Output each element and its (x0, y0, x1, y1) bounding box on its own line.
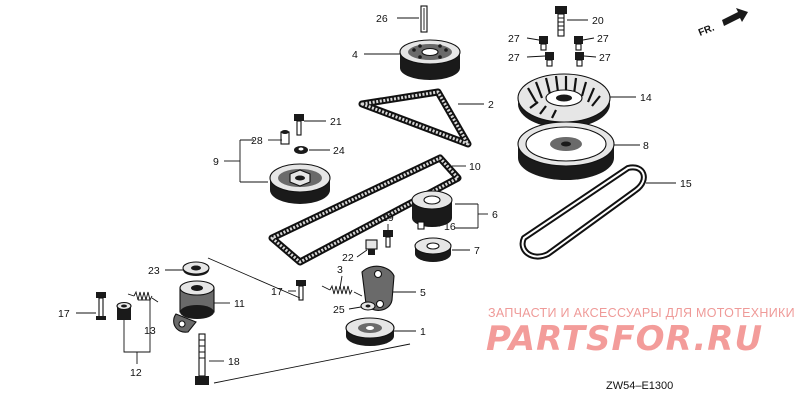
callout-10: 10 (469, 161, 481, 173)
callout-27-d: 27 (599, 52, 611, 64)
part-7-sprocket (414, 237, 452, 262)
part-28-pin (280, 130, 290, 145)
callout-17-left: 17 (58, 308, 70, 320)
callout-labels: 26 4 2 10 21 28 24 9 6 16 7 19 22 3 5 25… (58, 13, 692, 379)
part-18-bolt (195, 333, 209, 385)
callout-8: 8 (643, 140, 649, 152)
callout-7: 7 (474, 245, 480, 257)
callout-26: 26 (376, 13, 388, 25)
callout-11: 11 (234, 298, 245, 310)
part-14-cooling-fan (517, 73, 611, 128)
part-22-nut (365, 239, 378, 255)
callout-28: 28 (251, 135, 263, 147)
front-direction-indicator: FR. (697, 8, 748, 39)
callout-15: 15 (680, 178, 692, 190)
part-4-pulley (399, 39, 461, 80)
part-16-key (417, 221, 425, 230)
callout-24: 24 (333, 145, 345, 157)
callout-23: 23 (148, 265, 160, 277)
part-17-bolt-left (96, 292, 106, 320)
watermark-logo: PARTSFOR.RU (486, 319, 763, 359)
callout-9: 9 (213, 156, 219, 168)
front-direction-arrow-icon (722, 8, 748, 26)
part-1-idler-pulley (345, 317, 395, 346)
part-3-spring (321, 284, 363, 297)
callout-4: 4 (352, 49, 358, 61)
part-20-bolt (555, 6, 567, 37)
front-direction-label: FR. (697, 22, 716, 38)
part-13-spring (127, 290, 159, 303)
part-25-washer (360, 301, 376, 311)
callout-12: 12 (130, 367, 142, 379)
leader-lines (76, 17, 676, 384)
callout-27-a: 27 (508, 33, 520, 45)
callout-27-b: 27 (597, 33, 609, 45)
part-12-collar (116, 301, 132, 320)
part-10-timing-belt (268, 154, 462, 266)
part-8-flywheel (517, 121, 615, 180)
callout-20: 20 (592, 15, 604, 27)
diagram-code: ZW54–E1300 (606, 380, 673, 392)
callout-21: 21 (330, 116, 342, 128)
callout-1: 1 (420, 326, 426, 338)
part-5-tensioner-arm (361, 265, 395, 311)
part-23-washer (182, 261, 210, 276)
part-27-bolts (539, 36, 584, 67)
part-17-bolt-right (296, 280, 306, 301)
part-19-bolt (383, 230, 393, 248)
part-26-key (420, 5, 428, 33)
callout-18: 18 (228, 356, 240, 368)
watermark-caption: ЗАПЧАСТИ И АКСЕССУАРЫ ДЛЯ МОТОТЕХНИКИ (488, 306, 795, 320)
callout-16: 16 (444, 221, 456, 233)
part-2-timing-belt (358, 88, 472, 148)
callout-13: 13 (144, 325, 156, 337)
callout-25: 25 (333, 304, 345, 316)
callout-5: 5 (420, 287, 426, 299)
part-24-washer (294, 146, 308, 154)
callout-2: 2 (488, 99, 494, 111)
part-15-v-belt (519, 164, 647, 260)
part-11-tensioner-assembly (173, 280, 215, 333)
callout-19: 19 (382, 212, 394, 224)
callout-6: 6 (492, 209, 498, 221)
part-21-bolt (294, 114, 304, 136)
callout-22: 22 (342, 252, 354, 264)
part-9-pulley-assembly (269, 163, 331, 204)
callout-3: 3 (337, 264, 343, 276)
callout-14: 14 (640, 92, 652, 104)
callout-27-c: 27 (508, 52, 520, 64)
callout-17-right: 17 (271, 286, 283, 298)
